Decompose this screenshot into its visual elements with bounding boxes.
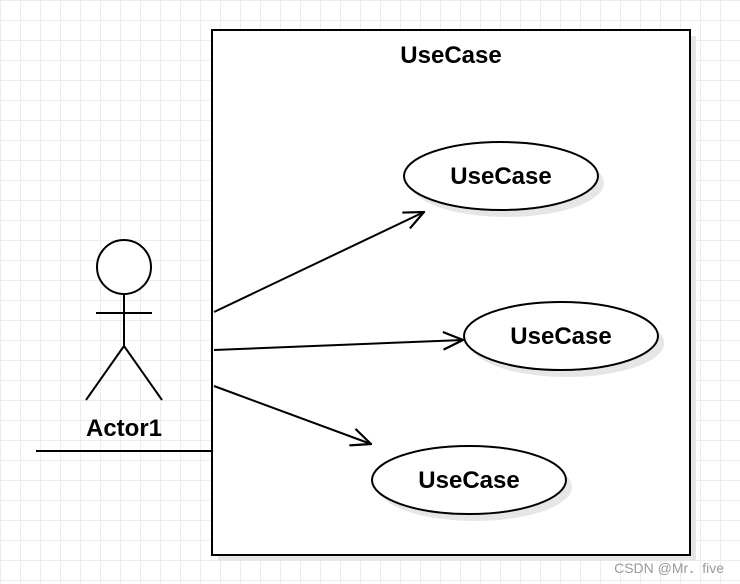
association-arrow-3[interactable]	[213, 385, 371, 444]
actor-left-leg	[85, 345, 125, 401]
system-boundary-title: UseCase	[400, 42, 501, 69]
use-case-2-label: UseCase	[510, 323, 611, 350]
use-case-1-label: UseCase	[450, 163, 551, 190]
association-arrow-2[interactable]	[213, 340, 463, 351]
use-case-3[interactable]: UseCase	[371, 445, 572, 521]
use-case-3-ellipse[interactable]	[371, 445, 567, 515]
actor[interactable]: Actor1	[85, 239, 163, 442]
use-case-1[interactable]: UseCase	[403, 141, 604, 217]
actor-right-leg	[123, 345, 163, 401]
watermark-text: CSDN @Mr．five	[614, 560, 724, 576]
use-case-1-ellipse[interactable]	[403, 141, 599, 211]
actor-label: Actor1	[86, 415, 162, 442]
actor-head	[96, 239, 152, 295]
association-arrow-1[interactable]	[213, 212, 424, 313]
use-case-3-label: UseCase	[418, 467, 519, 494]
system-boundary[interactable]: UseCase	[211, 29, 696, 561]
